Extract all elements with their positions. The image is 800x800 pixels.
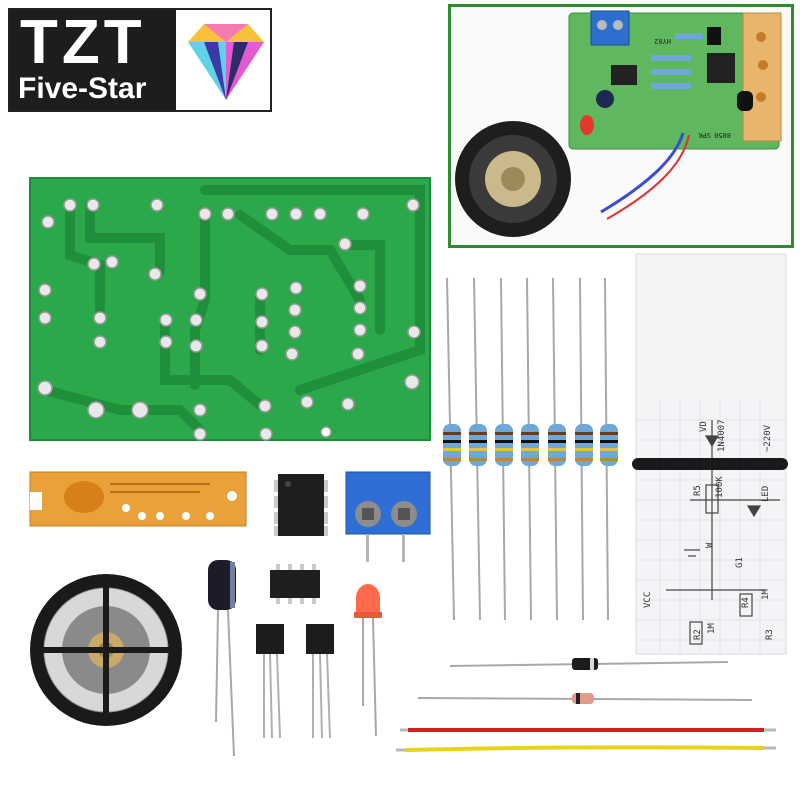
schematic-label-r2: R2	[693, 629, 703, 640]
assembled-board-illustration: HY02 SPK 8050	[455, 10, 782, 237]
brand-logo: TZT Five-Star	[8, 8, 272, 112]
schematic-label-r4-value: 1M	[761, 589, 771, 600]
schematic-paper: VD 1N4007 ~220V R5 100K LED W G1 R4 1M R…	[632, 253, 788, 655]
inset-label-hy02: HY02	[654, 37, 671, 45]
rubber-band	[632, 458, 788, 470]
logo-text-block: TZT Five-Star	[10, 10, 176, 110]
resistor	[443, 277, 461, 621]
resistor	[575, 277, 593, 621]
zener-diode	[417, 693, 753, 704]
touch-sensor-strip	[29, 471, 247, 527]
schematic-label-220v: ~220V	[763, 424, 773, 452]
assembled-kit-photo: HY02 SPK 8050	[448, 4, 794, 248]
schematic-label-g1: G1	[735, 557, 745, 568]
schematic-label-vcc: VCC	[643, 592, 653, 608]
screw-terminal-block	[345, 471, 431, 562]
schematic-label-r2-value: 1M	[707, 623, 717, 634]
yellow-jumper-wire	[396, 745, 776, 752]
schematic-label-1n4007: 1N4007	[717, 419, 727, 452]
schematic-label-led: LED	[761, 486, 771, 502]
resistor	[495, 277, 513, 621]
resistor	[600, 277, 618, 621]
dip8-ic-chip	[274, 474, 328, 536]
schematic-label-r3: R3	[765, 629, 775, 640]
inset-label-8050: 8050	[714, 131, 731, 139]
brand-name: TZT	[20, 8, 146, 77]
transistor-right	[306, 624, 334, 739]
schematic-label-r5: R5	[693, 485, 703, 496]
schematic-label-100k: 100K	[715, 476, 725, 498]
schematic-label-r4: R4	[741, 597, 751, 608]
transistor-left	[256, 624, 284, 739]
inset-label-spk: SPK	[698, 131, 711, 139]
diamond-gem-icon	[188, 24, 264, 100]
red-led	[354, 584, 382, 737]
schematic-label-w: W	[705, 542, 715, 548]
brand-tagline: Five-Star	[18, 72, 147, 105]
pcb-board	[29, 177, 431, 441]
electrolytic-capacitor	[208, 560, 236, 757]
resistors-group	[443, 277, 618, 621]
sop8-chip	[270, 564, 320, 604]
resistor	[521, 277, 539, 621]
resistor	[548, 277, 566, 621]
schematic-label-vd: VD	[699, 421, 709, 432]
diode-1n4007	[449, 658, 729, 670]
speaker	[30, 574, 182, 726]
resistor	[469, 277, 487, 621]
